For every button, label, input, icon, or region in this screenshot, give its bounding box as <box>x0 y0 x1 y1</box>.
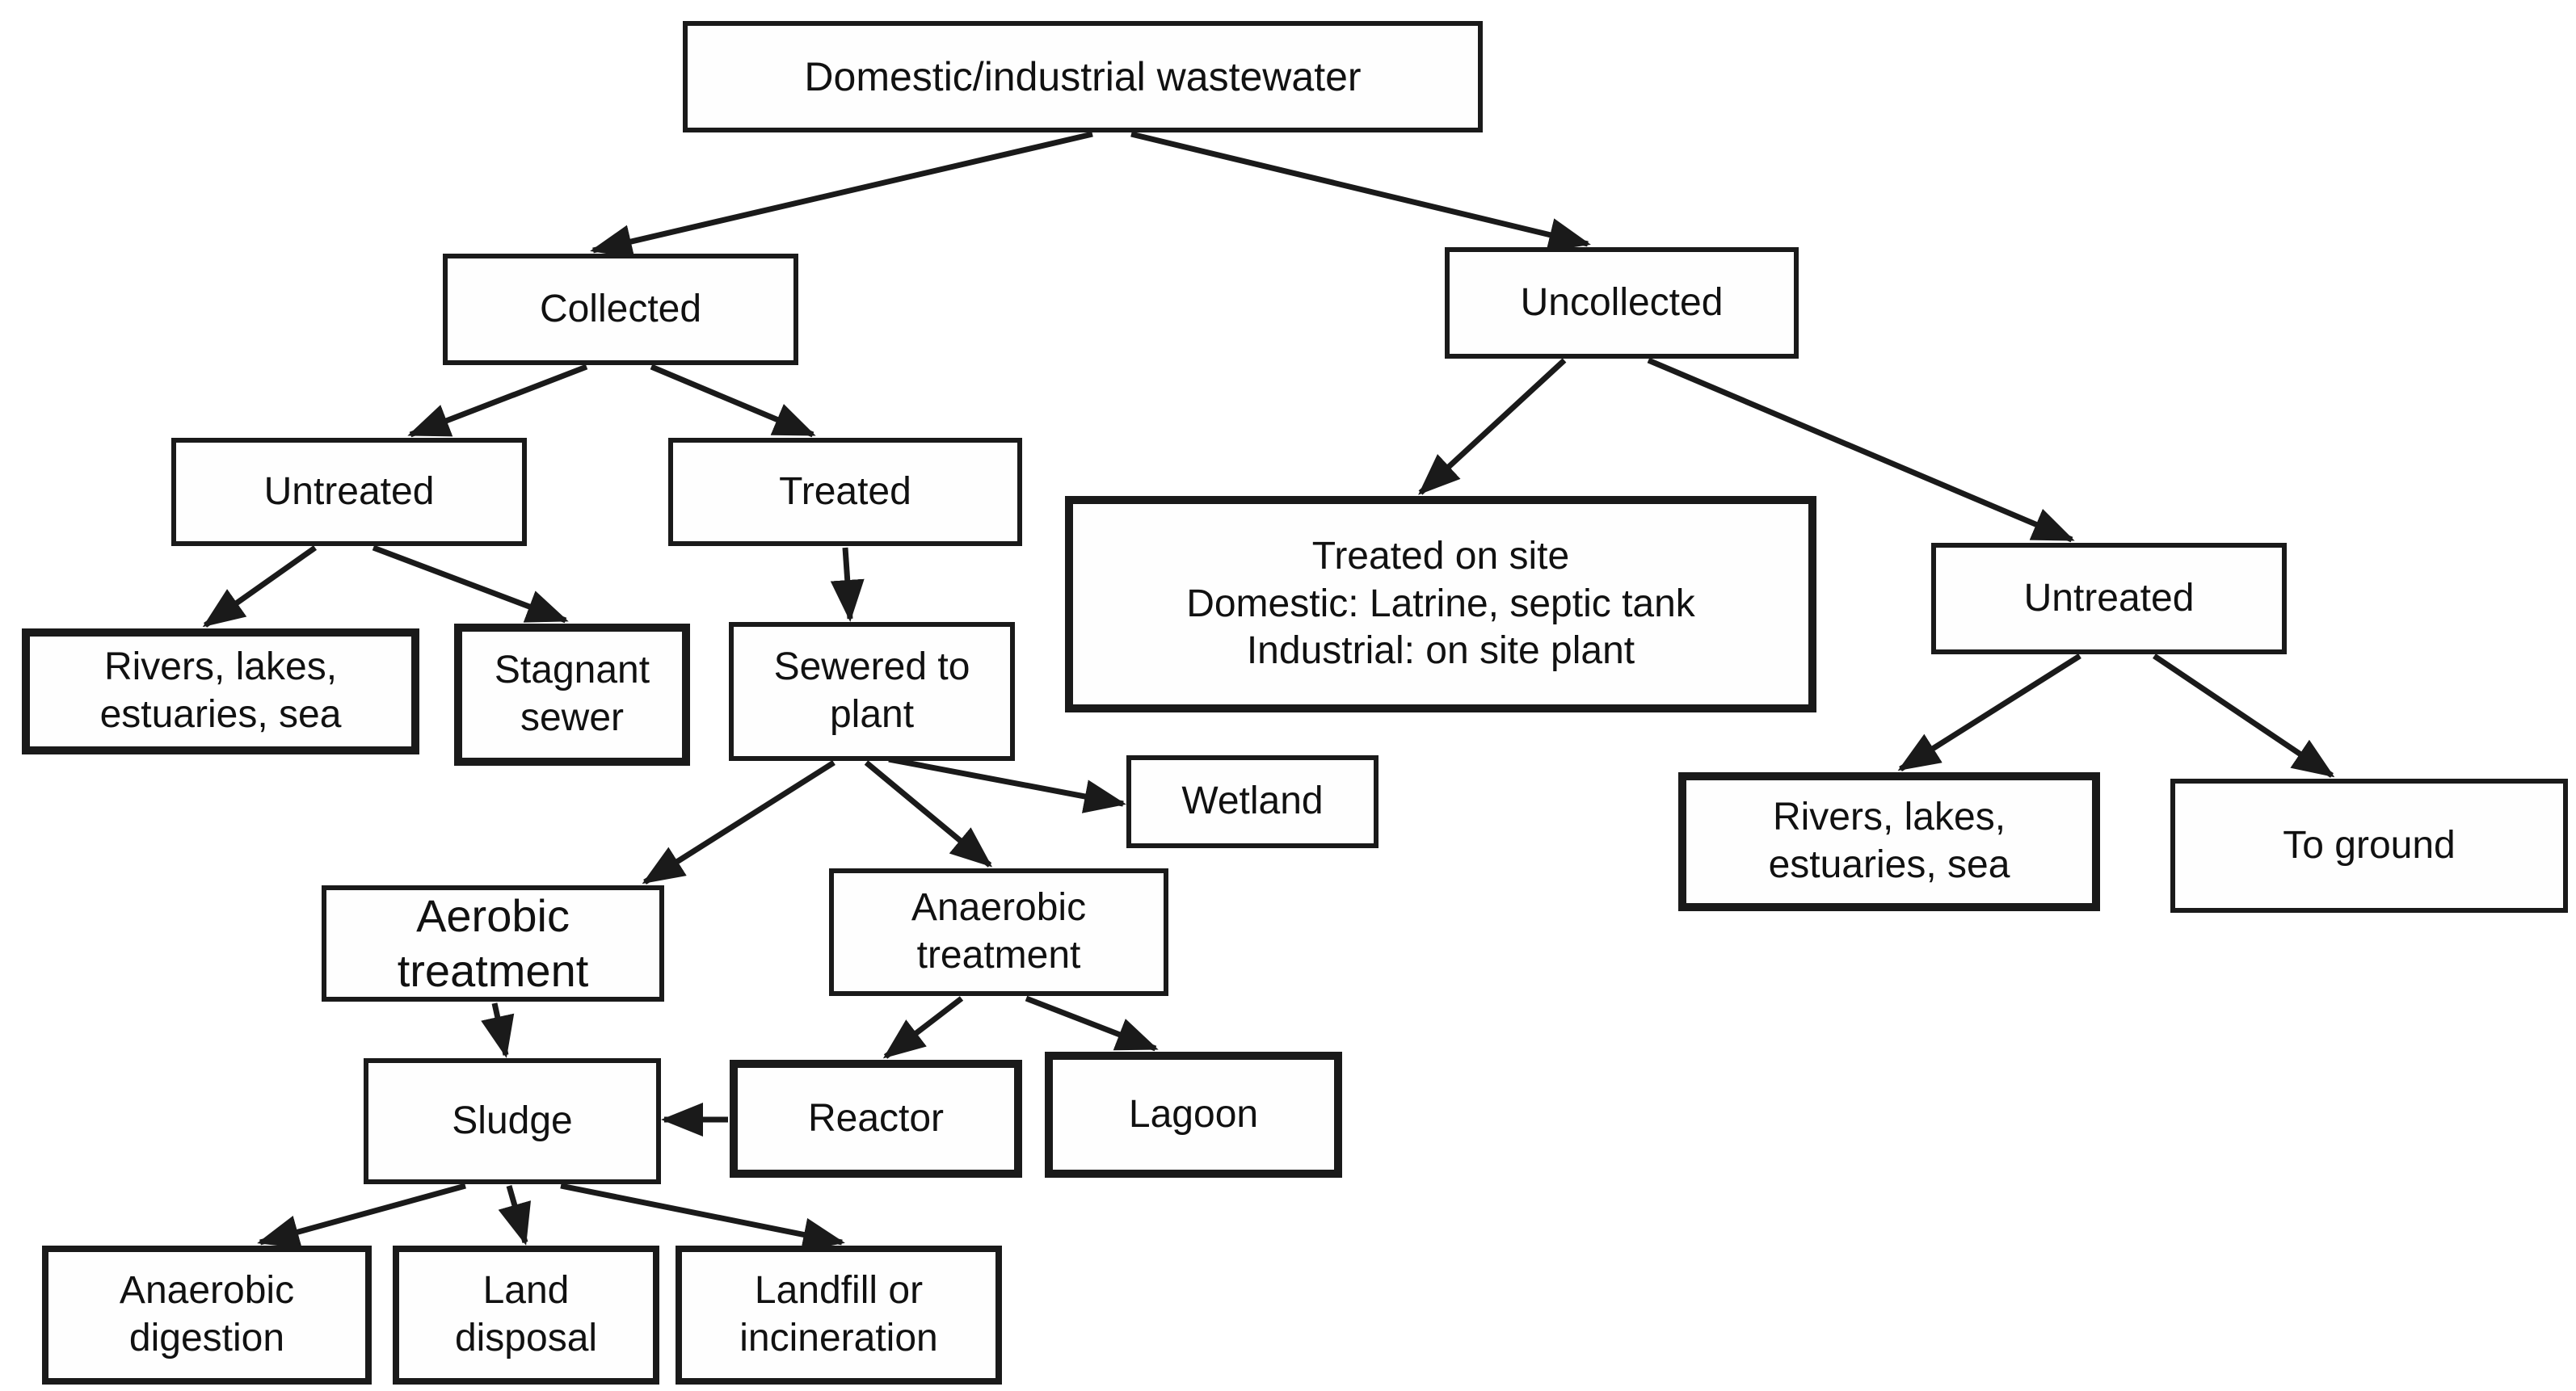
edge-group <box>202 131 2335 1252</box>
edge-sludge-to-land_disposal <box>498 1185 532 1246</box>
edge-collected-to-untreated_collected <box>407 364 588 438</box>
edge-root-to-uncollected <box>1130 131 1591 252</box>
edge-untreated_uncollected-to-to_ground <box>2153 653 2335 778</box>
edge-sludge-to-landfill <box>560 1183 845 1252</box>
node-sludge: Sludge <box>364 1058 661 1184</box>
node-rivers-lakes-estuaries-sea-left: Rivers, lakes, estuaries, sea <box>22 628 419 754</box>
edge-root-to-collected <box>590 131 1093 258</box>
edge-untreated_uncollected-to-rivers_right <box>1897 653 2081 771</box>
edge-aerobic-to-sludge <box>481 1002 515 1058</box>
edge-sewered_to_plant-to-anaerobic <box>864 760 993 868</box>
edge-treated-to-sewered_to_plant <box>830 547 865 622</box>
node-untreated-uncollected: Untreated <box>1931 543 2287 654</box>
node-landfill-or-incineration: Landfill or incineration <box>676 1246 1002 1385</box>
node-collected: Collected <box>443 254 798 365</box>
edge-collected-to-treated <box>650 364 816 438</box>
edge-sewered_to_plant-to-aerobic <box>642 760 836 885</box>
node-anaerobic-digestion: Anaerobic digestion <box>42 1246 372 1385</box>
node-lagoon: Lagoon <box>1045 1052 1342 1178</box>
node-rivers-lakes-estuaries-sea-right: Rivers, lakes, estuaries, sea <box>1678 772 2100 911</box>
node-anaerobic-treatment: Anaerobic treatment <box>829 868 1168 996</box>
edge-sludge-to-anaerobic_digestion <box>257 1183 466 1249</box>
node-treated-on-site: Treated on site Domestic: Latrine, septi… <box>1065 496 1816 712</box>
node-land-disposal: Land disposal <box>393 1246 659 1385</box>
node-to-ground: To ground <box>2170 779 2568 913</box>
node-treated: Treated <box>668 438 1022 546</box>
node-domestic-industrial-wastewater: Domestic/industrial wastewater <box>683 21 1483 132</box>
edge-untreated_collected-to-stagnant_sewer <box>372 544 569 624</box>
node-aerobic-treatment: Aerobic treatment <box>322 885 664 1002</box>
edge-uncollected-to-untreated_uncollected <box>1647 357 2075 543</box>
node-wetland: Wetland <box>1126 755 1378 848</box>
node-untreated-collected: Untreated <box>171 438 527 546</box>
edge-uncollected-to-treated_on_site <box>1418 358 1567 495</box>
node-stagnant-sewer: Stagnant sewer <box>454 624 690 766</box>
edge-sewered_to_plant-to-wetland <box>888 756 1126 813</box>
node-sewered-to-plant: Sewered to plant <box>729 622 1015 761</box>
edge-anaerobic-to-reactor <box>882 996 964 1059</box>
node-reactor: Reactor <box>730 1060 1022 1178</box>
edge-anaerobic-to-lagoon <box>1025 995 1159 1052</box>
edge-untreated_collected-to-rivers_left <box>202 545 318 628</box>
node-uncollected: Uncollected <box>1445 247 1799 359</box>
